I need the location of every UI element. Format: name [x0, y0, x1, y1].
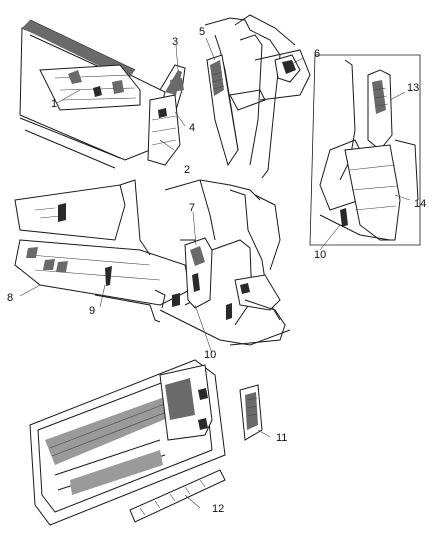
leader-lines [19, 37, 411, 509]
callout-1: 1 [51, 98, 58, 110]
callout-4: 4 [189, 122, 196, 134]
callout-11: 11 [276, 432, 288, 444]
callout-3: 3 [172, 36, 179, 48]
callout-10-right: 10 [314, 249, 327, 261]
floor-rocker-trim-view [14, 179, 196, 323]
cowl-side-trim-view [154, 179, 291, 346]
callout-13: 13 [407, 82, 420, 94]
callout-8: 8 [7, 292, 14, 304]
callout-9: 9 [89, 305, 96, 317]
b-pillar-trim-view [309, 54, 421, 246]
callout-14: 14 [414, 198, 427, 210]
callout-5: 5 [199, 26, 206, 38]
callout-6: 6 [314, 48, 321, 60]
windshield-header-trim-view [19, 19, 186, 169]
liftgate-trim-panel-view [29, 359, 263, 526]
a-pillar-trim-view [204, 14, 311, 179]
callout-10-lower: 10 [204, 349, 217, 361]
callout-12: 12 [212, 503, 225, 515]
callout-2: 2 [184, 164, 191, 176]
callout-7: 7 [189, 202, 196, 214]
